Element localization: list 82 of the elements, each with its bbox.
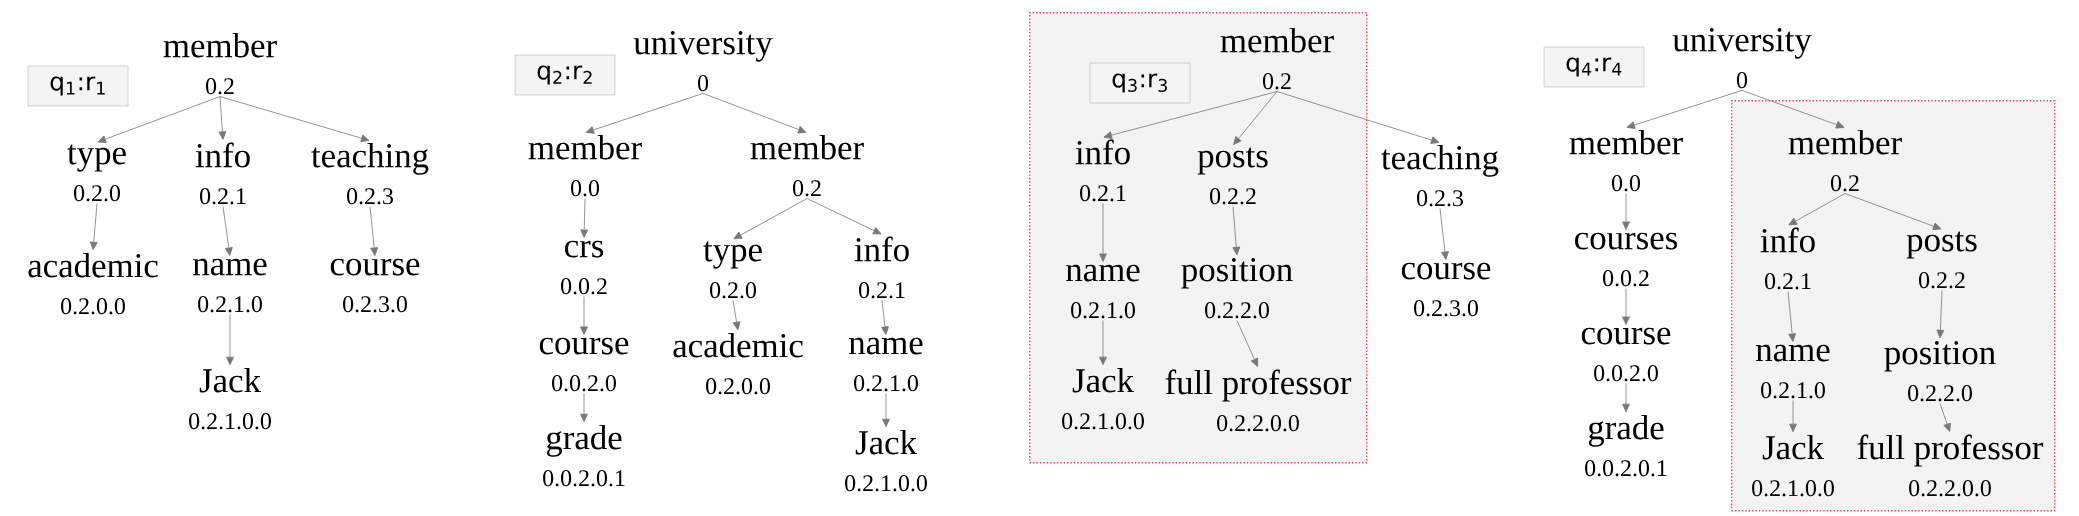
arrow: [1099, 203, 1107, 262]
arrow: [1099, 320, 1107, 366]
tree-node-label: type 0.2.0: [67, 144, 126, 202]
arrow: [1936, 290, 1945, 339]
tree-node-label: type 0.2.0: [703, 241, 762, 299]
arrow: [1741, 90, 1845, 129]
tree-node-label: info 0.2.1: [1075, 139, 1130, 202]
arrow: [222, 206, 233, 256]
arrow: [1276, 91, 1440, 144]
arrow: [1787, 291, 1797, 342]
tree-node-label: name 0.2.1.0: [193, 258, 267, 313]
tree-node-label: member 0.2: [163, 32, 277, 95]
tree-node-label: grade 0.0.2.0.1: [543, 424, 625, 487]
tree-node-label: Jack 0.2.1.0.0: [189, 367, 271, 430]
arrow: [1439, 208, 1449, 260]
tree-node-label: crs 0.0.2: [561, 240, 607, 295]
arrow: [732, 300, 741, 331]
tree-node-label: university 0: [633, 31, 773, 92]
highlight-region: [1731, 100, 2056, 512]
query-label-box: q$_{4}$:r$_{4}$: [1543, 46, 1645, 88]
tree-node-label: name 0.2.1.0: [1756, 344, 1830, 399]
arrow: [1622, 383, 1630, 413]
tree-node-label: position 0.2.2.0: [1181, 258, 1293, 319]
arrow: [218, 96, 227, 140]
highlight-region: [1029, 12, 1368, 464]
tree-node-label: member 0.2: [1220, 27, 1334, 90]
query-label-box: q$_{3}$:r$_{3}$: [1089, 62, 1191, 104]
tree-node-label: Jack 0.2.1.0.0: [1752, 434, 1834, 497]
tree-node-label: academic 0.2.0.0: [28, 252, 158, 315]
tree-node-label: full professor 0.2.2.0.0: [1857, 434, 2044, 497]
arrow: [1232, 206, 1241, 256]
tree-node-label: posts 0.2.2: [1906, 231, 1977, 289]
arrow: [1622, 193, 1630, 230]
arrow: [89, 203, 98, 251]
tree-node-label: member 0.2: [750, 134, 864, 197]
arrow: [882, 393, 890, 428]
tree-node-label: university 0: [1672, 28, 1812, 89]
tree-node-label: member 0.0: [528, 134, 642, 197]
tree-node-label: course 0.2.3.0: [330, 258, 420, 313]
arrow: [1788, 193, 1846, 226]
arrow: [1103, 91, 1278, 139]
arrow: [1939, 403, 1951, 432]
tree-node-label: full professor 0.2.2.0.0: [1165, 369, 1352, 432]
tree-node-label: name 0.2.1.0: [849, 337, 923, 392]
arrow: [1789, 400, 1797, 433]
tree-node-label: member 0.2: [1788, 129, 1902, 192]
arrow: [733, 198, 808, 240]
arrow: [881, 300, 889, 335]
tree-node-label: course 0.0.2.0: [1581, 327, 1671, 382]
tree-node-label: info 0.2.1: [195, 142, 250, 205]
tree-node-label: posts 0.2.2: [1197, 147, 1268, 205]
arrow: [702, 93, 807, 134]
tree-node-label: info 0.2.1: [1760, 227, 1815, 290]
arrow: [1236, 320, 1259, 367]
arrow: [369, 206, 379, 256]
arrow: [1233, 91, 1278, 145]
arrow: [580, 296, 588, 335]
arrow: [1844, 193, 1942, 230]
tree-node-label: courses 0.0.2: [1575, 232, 1678, 287]
arrow: [219, 96, 370, 143]
arrow: [226, 314, 234, 366]
tree-node-label: member 0.0: [1569, 129, 1683, 192]
arrow: [1622, 288, 1630, 325]
arrow: [580, 393, 588, 423]
tree-node-label: Jack 0.2.1.0.0: [1062, 367, 1144, 430]
tree-node-label: course 0.2.3.0: [1401, 262, 1491, 317]
tree-node-label: position 0.2.2.0: [1884, 341, 1996, 402]
arrow: [806, 198, 882, 235]
tree-node-label: grade 0.0.2.0.1: [1585, 414, 1667, 477]
arrow: [1626, 90, 1743, 129]
tree-node-label: Jack 0.2.1.0.0: [845, 429, 927, 492]
tree-node-label: teaching 0.2.3: [1381, 144, 1499, 207]
arrow: [580, 198, 589, 238]
tree-node-label: teaching 0.2.3: [311, 142, 429, 205]
tree-node-label: info 0.2.1: [854, 236, 909, 299]
arrow: [97, 96, 221, 143]
query-label-box: q$_{2}$:r$_{2}$: [514, 54, 616, 96]
tree-node-label: course 0.0.2.0: [539, 337, 629, 392]
tree-node-label: name 0.2.1.0: [1066, 264, 1140, 319]
arrow: [585, 93, 704, 134]
tree-node-label: academic 0.2.0.0: [673, 332, 803, 395]
query-label-box: q$_{1}$:r$_{1}$: [27, 65, 129, 107]
